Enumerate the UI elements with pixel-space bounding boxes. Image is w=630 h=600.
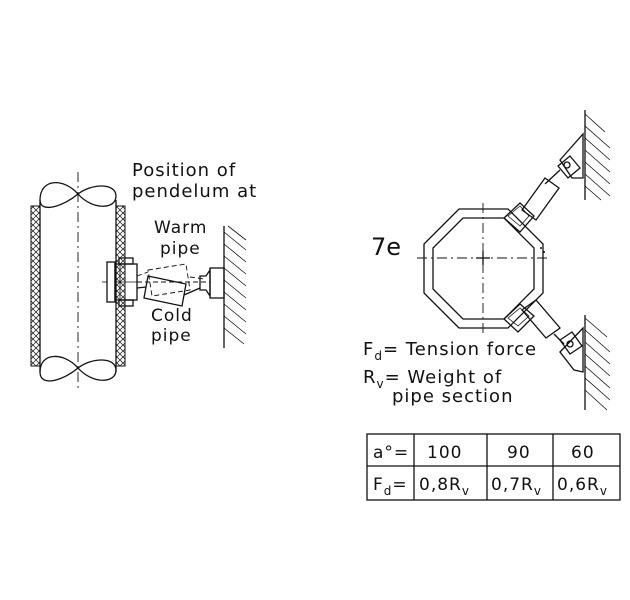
upper-bracket	[557, 155, 581, 179]
table-fd-symbol: F	[373, 475, 384, 495]
fd-symbol: F	[363, 339, 374, 360]
label-pendelum-at: pendelum at	[132, 181, 257, 202]
clamp-bolt-bottom	[118, 299, 134, 307]
pendulum-cold-link	[183, 287, 201, 296]
upper-tension-rod	[521, 177, 560, 221]
pipe-insulation-left	[30, 205, 41, 367]
pipe-section-inner	[432, 217, 535, 320]
rv-description-line2: pipe section	[392, 386, 513, 407]
table-cell-angle-1: 100	[427, 443, 462, 463]
pendulum-cold-position	[143, 275, 187, 307]
wall-bracket	[199, 267, 211, 299]
wall-hatching-left	[223, 225, 247, 345]
pendulum-warm-position	[147, 263, 191, 297]
pipe-break-top	[39, 182, 117, 209]
table-cell-force-1: 0,8Rv	[419, 475, 470, 498]
wall-bracket-plate	[209, 267, 225, 299]
label-warm: Warm	[154, 218, 207, 238]
clamp-bolt-top	[118, 257, 134, 265]
table-header-force: Fd=	[373, 475, 408, 498]
label-position-of: Position of	[132, 160, 236, 181]
table-fd-equals: =	[392, 475, 407, 495]
table-cell-angle-3: 60	[571, 443, 595, 463]
table-fd-subscript: d	[384, 484, 393, 498]
fd-description: = Tension force	[383, 339, 537, 360]
rv-description: = Weight of	[385, 367, 503, 388]
lower-bracket	[559, 331, 583, 355]
wall-hatching-upper	[584, 113, 611, 201]
pipe-break-bottom	[39, 355, 117, 382]
force-table: a°= 100 90 60 Fd= 0,8Rv 0,7Rv 0,6Rv	[366, 433, 621, 501]
table-cell-angle-2: 90	[507, 443, 531, 463]
table-header-angle: a°=	[373, 443, 409, 463]
table-cell-force-3: 0,6Rv	[557, 475, 608, 498]
pendulum-cold-link	[136, 286, 147, 289]
clamp-plate	[106, 261, 116, 303]
angle-mark	[540, 247, 542, 249]
angle-mark	[543, 251, 545, 253]
rv-symbol: R	[363, 367, 377, 388]
figure-id-label: 7e	[371, 233, 401, 261]
legend-fd: Fd= Tension force	[363, 339, 537, 363]
pendulum-warm-link	[136, 271, 149, 277]
label-cold: Cold	[151, 306, 193, 326]
table-cell-force-2: 0,7Rv	[491, 475, 542, 498]
wall-hatching-lower	[584, 317, 611, 411]
pipe-insulation-right	[115, 205, 126, 367]
rv-subscript: v	[377, 377, 385, 391]
lower-pendulum	[503, 299, 584, 373]
fd-subscript: d	[374, 349, 383, 363]
pipe-section-outer	[423, 208, 544, 329]
upper-pendulum	[503, 132, 584, 233]
left-figure: Position of pendelum at Warm pipe Cold p…	[30, 160, 257, 390]
lower-tension-rod	[521, 299, 561, 339]
legend-rv: Rv= Weight of	[363, 367, 502, 391]
label-cold-pipe: pipe	[151, 326, 192, 346]
label-warm-pipe: pipe	[160, 239, 201, 259]
right-figure: 7e	[363, 110, 611, 411]
table-border	[366, 433, 621, 501]
pendulum-warm-link	[189, 276, 205, 280]
